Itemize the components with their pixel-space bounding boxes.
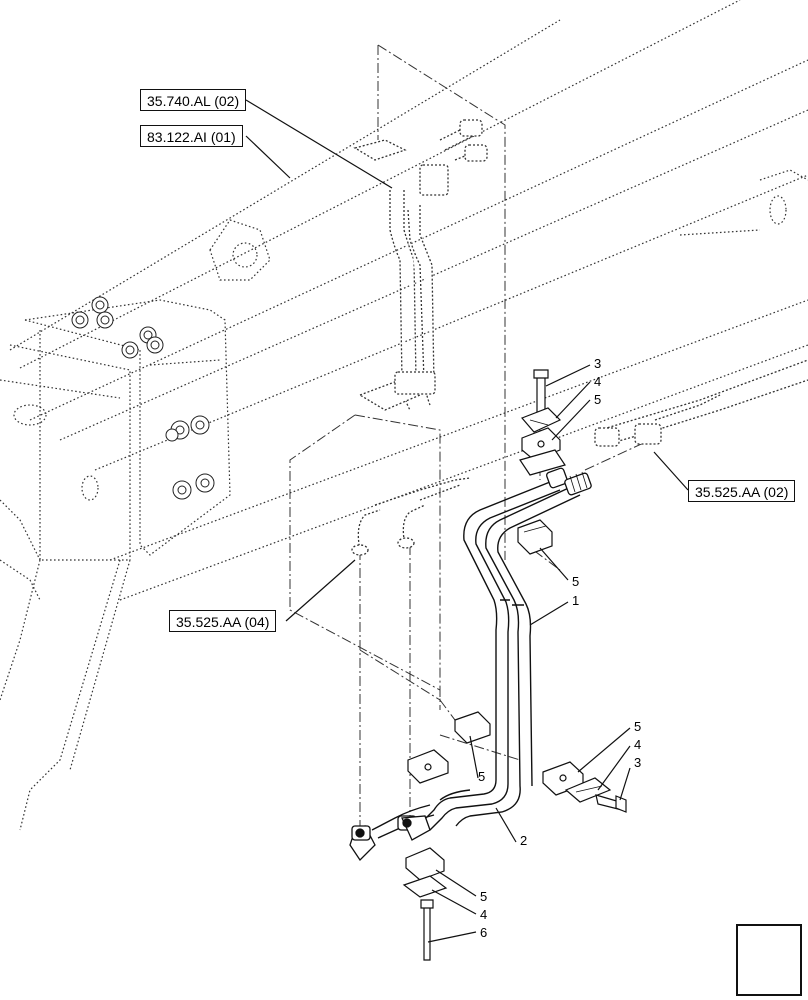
callout-clamp-5-bottom: 5: [480, 889, 488, 904]
leader-lines: [245, 99, 689, 943]
boom-plate-bolts: [71, 296, 215, 500]
callout-clamp-5-upper: 5: [594, 392, 602, 407]
callout-plate-4-bottom: 4: [480, 907, 488, 922]
callout-bolt-3-lower-right: 3: [634, 755, 642, 770]
callout-bolt-3-upper: 3: [594, 356, 602, 371]
callout-clamp-5-lower-right: 5: [634, 719, 642, 734]
callout-clamp-5-middle: 5: [572, 574, 580, 589]
callout-bolt-6-bottom: 6: [480, 925, 488, 940]
callout-pipe-2: 2: [520, 833, 528, 848]
callout-pipe-1: 1: [572, 593, 580, 608]
ref-box-35-525-aa-02[interactable]: 35.525.AA (02): [688, 480, 796, 502]
ref-box-35-525-aa-04[interactable]: 35.525.AA (04): [169, 610, 277, 632]
clamp-parts: [402, 369, 627, 961]
ref-box-35-740-al-02[interactable]: 35.740.AL (02): [140, 89, 247, 111]
next-page-button[interactable]: [736, 924, 802, 996]
ref-box-83-122-ai-01[interactable]: 83.122.AI (01): [140, 125, 243, 147]
callout-plate-4-lower-right: 4: [634, 737, 642, 752]
callout-clamp-5-lower-middle: 5: [478, 769, 486, 784]
boom-structure: [0, 0, 808, 831]
upper-hose-fittings: [351, 119, 808, 556]
pipe-fittings: [349, 467, 592, 862]
callout-plate-4-upper: 4: [594, 374, 602, 389]
